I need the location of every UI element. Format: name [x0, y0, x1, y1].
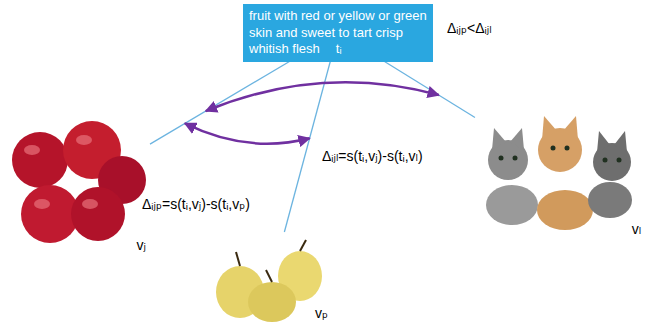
pear-picture: [216, 240, 322, 322]
kitten-eye: [603, 158, 608, 163]
kitten-ear: [597, 131, 610, 152]
apple-highlight: [82, 199, 98, 209]
kitten-ear: [542, 116, 557, 140]
apple: [71, 187, 125, 241]
connector-line: [385, 62, 475, 118]
kitten-ear: [492, 128, 506, 150]
formula-label: Δᵢⱼₗ=s(tᵢ,vⱼ)-s(tᵢ,vₗ): [320, 148, 425, 166]
kitten-body: [537, 190, 593, 230]
difference-arrow: [185, 123, 310, 143]
kitten-ear: [614, 131, 627, 152]
image-symbol: vₗ: [630, 221, 643, 238]
kitten-body: [588, 182, 632, 218]
picture-node: vⱼ: [5, 118, 150, 256]
connector-line: [150, 62, 289, 145]
pear-stem: [266, 270, 272, 282]
kitten-eye: [513, 156, 518, 161]
kitten-eye: [565, 146, 570, 151]
formula-label: Δᵢⱼₚ=s(tᵢ,vⱼ)-s(tᵢ,vₚ): [140, 196, 252, 214]
text-symbol: tᵢ: [336, 41, 342, 58]
picture-node: vₗ: [475, 100, 645, 240]
apple-highlight: [34, 199, 50, 209]
kittens-picture: [486, 116, 632, 230]
image-symbol: vⱼ: [135, 237, 148, 254]
apple: [21, 185, 79, 243]
picture-node: vₚ: [212, 232, 332, 324]
difference-arrow: [206, 82, 439, 111]
kitten-eye: [617, 158, 622, 163]
apple-picture: [12, 121, 146, 243]
kitten-ear: [510, 128, 524, 150]
pear-stem: [300, 240, 306, 251]
apple-highlight: [24, 145, 40, 155]
kitten-eye: [551, 146, 556, 151]
apple-highlight: [76, 135, 92, 145]
kitten-body: [486, 185, 538, 225]
pear: [248, 282, 296, 322]
apple: [12, 132, 68, 188]
kitten-eye: [499, 156, 504, 161]
kitten-ear: [563, 116, 578, 140]
text-box: fruit with red or yellow or green skin a…: [243, 4, 433, 62]
formula-label: Δᵢⱼₚ<Δᵢⱼₗ: [445, 20, 494, 38]
image-symbol: vₚ: [313, 305, 330, 322]
pear-stem: [236, 252, 240, 266]
